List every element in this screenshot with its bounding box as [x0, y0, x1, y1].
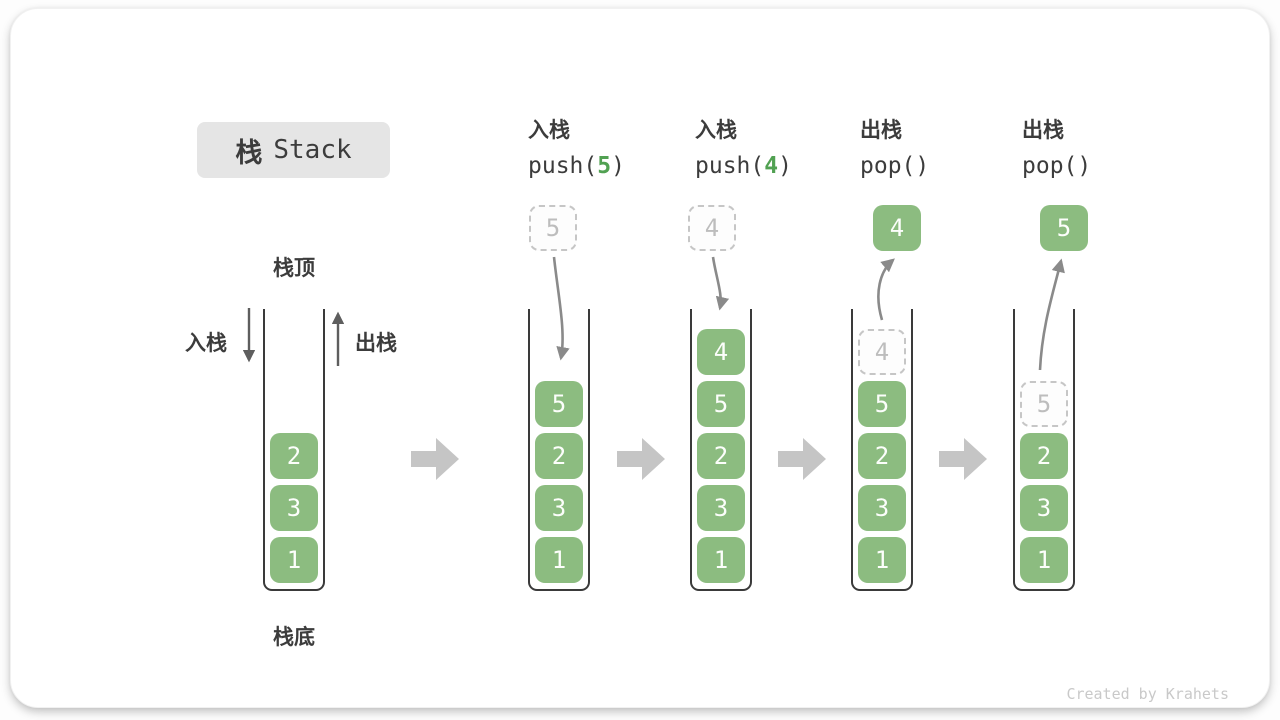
diagram-card: 栈 Stack 栈顶 栈底 入栈 出栈 入栈 push(5) 入栈 push(4… [10, 8, 1270, 708]
stack-cell: 1 [697, 537, 745, 583]
stack-top-label: 栈顶 [273, 257, 315, 280]
col-action-label: 出栈 [860, 119, 902, 142]
col-code-label: push(4) [695, 153, 792, 179]
code-text: ) [778, 153, 792, 179]
stack-cell: 3 [1020, 485, 1068, 531]
stack-cell: 2 [858, 433, 906, 479]
col-header-pop-1: 出栈 pop() [860, 114, 929, 179]
attribution-text: Created by Krahets [1066, 685, 1229, 703]
code-text: pop( [860, 153, 916, 179]
step-arrow-icon [778, 438, 826, 480]
stack-state-after-pop-5: 5 2 3 1 [1013, 309, 1075, 591]
incoming-value-box: 4 [688, 205, 736, 251]
stack-cell: 2 [535, 433, 583, 479]
stack-cell: 5 [858, 381, 906, 427]
step-arrow-icon [617, 438, 665, 480]
col-code-label: pop() [860, 153, 929, 179]
title-box: 栈 Stack [197, 122, 390, 178]
stack-cell: 2 [270, 433, 318, 479]
stack-state-initial: 2 3 1 [263, 309, 325, 591]
stack-bottom-label: 栈底 [273, 626, 315, 649]
col-action-label: 出栈 [1022, 119, 1064, 142]
col-header-push-5: 入栈 push(5) [528, 114, 625, 179]
stack-cell-ghost: 4 [858, 329, 906, 375]
stack-cell: 4 [697, 329, 745, 375]
stack-cell: 3 [697, 485, 745, 531]
stack-cell: 1 [858, 537, 906, 583]
stack-state-after-pop-4: 4 5 2 3 1 [851, 309, 913, 591]
stack-cell: 1 [535, 537, 583, 583]
code-text: ) [915, 153, 930, 179]
push-4-arrow-icon [711, 256, 730, 311]
stack-cell: 5 [535, 381, 583, 427]
title-en: Stack [273, 135, 352, 165]
stack-cell: 3 [858, 485, 906, 531]
code-arg: 5 [597, 153, 612, 179]
stack-state-after-push-5: 5 2 3 1 [528, 309, 590, 591]
code-text: ) [1077, 153, 1092, 179]
stack-cell: 2 [697, 433, 745, 479]
stack-cell-ghost: 5 [1020, 381, 1068, 427]
step-arrow-icon [939, 438, 987, 480]
col-header-push-4: 入栈 push(4) [695, 114, 792, 179]
stack-cell: 1 [1020, 537, 1068, 583]
col-code-label: pop() [1022, 153, 1091, 179]
step-arrow-icon [411, 438, 459, 480]
pop-side-label: 出栈 [355, 332, 397, 355]
title-zh: 栈 [235, 137, 263, 168]
popped-value-box: 4 [873, 205, 921, 251]
col-header-pop-2: 出栈 pop() [1022, 114, 1091, 179]
code-arg: 4 [764, 153, 779, 179]
incoming-value-box: 5 [529, 205, 577, 251]
stack-cell: 3 [535, 485, 583, 531]
col-action-label: 入栈 [695, 119, 737, 142]
code-text: push( [695, 153, 765, 179]
stack-cell: 3 [270, 485, 318, 531]
code-text: push( [528, 153, 598, 179]
stack-cell: 5 [697, 381, 745, 427]
push-side-label: 入栈 [185, 332, 227, 355]
stack-cell: 2 [1020, 433, 1068, 479]
stack-state-after-push-4: 4 5 2 3 1 [690, 309, 752, 591]
popped-value-box: 5 [1040, 205, 1088, 251]
col-action-label: 入栈 [528, 119, 570, 142]
code-text: pop( [1022, 153, 1078, 179]
code-text: ) [611, 153, 625, 179]
col-code-label: push(5) [528, 153, 625, 179]
stack-cell: 1 [270, 537, 318, 583]
